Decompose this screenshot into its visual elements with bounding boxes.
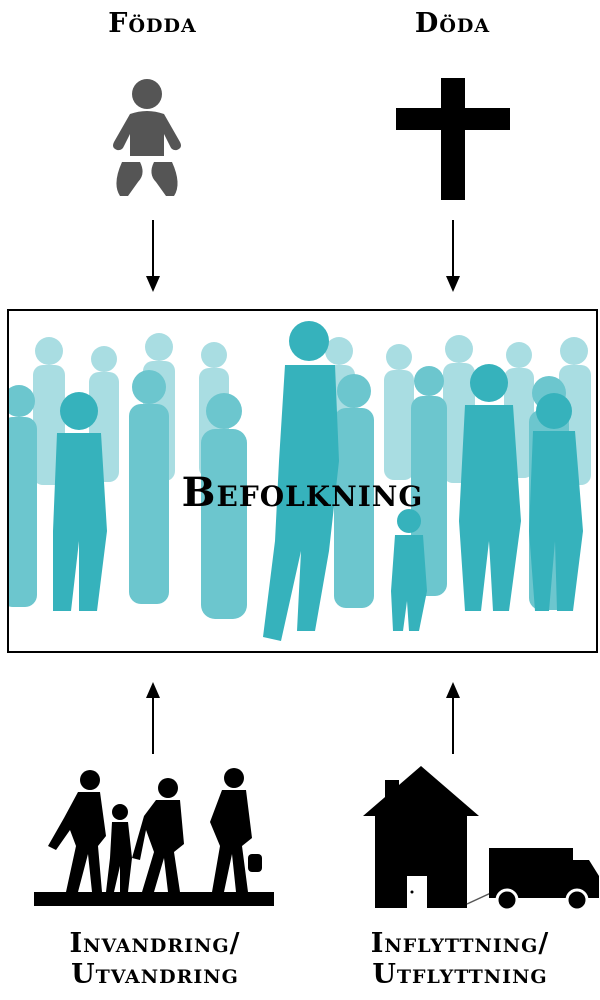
births-label: Födda	[60, 8, 245, 39]
immigration-label-line1: Invandring/	[0, 928, 310, 959]
relocation-label: Inflyttning/ Utflyttning	[320, 928, 600, 990]
arrow-up-icon	[143, 682, 163, 754]
population-title: Befolkning	[9, 469, 596, 516]
population-box: Befolkning	[7, 309, 598, 653]
cross-icon	[396, 78, 510, 200]
relocation-label-line2: Utflyttning	[320, 959, 600, 990]
baby-icon	[108, 78, 186, 198]
immigration-label: Invandring/ Utvandring	[0, 928, 310, 990]
immigration-label-line2: Utvandring	[0, 959, 310, 990]
deaths-label: Döda	[365, 8, 540, 39]
house-and-truck-icon	[363, 766, 599, 912]
arrow-down-icon	[443, 220, 463, 292]
arrow-down-icon	[143, 220, 163, 292]
relocation-label-line1: Inflyttning/	[320, 928, 600, 959]
arrow-up-icon	[443, 682, 463, 754]
walking-people-icon	[34, 766, 274, 912]
